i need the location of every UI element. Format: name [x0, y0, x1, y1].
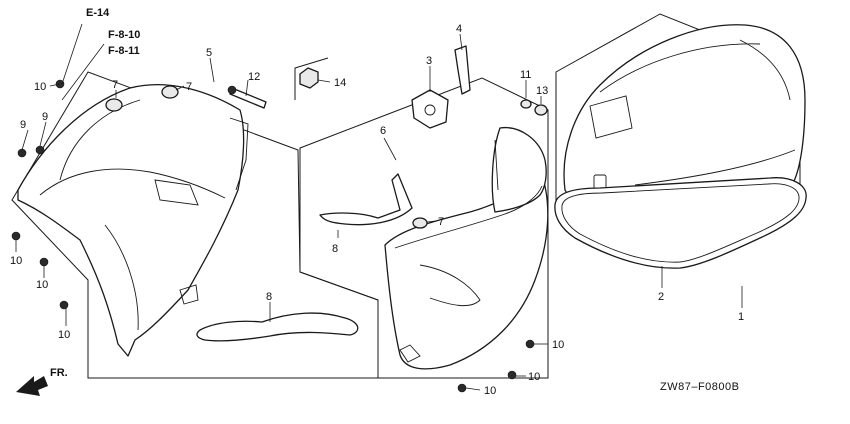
- callout-10-a: 10: [10, 255, 22, 267]
- callout-4: 4: [456, 23, 462, 35]
- bolt-10-f: [457, 383, 467, 393]
- side-cover-group-box: [299, 77, 549, 379]
- grommet-7-left: [105, 98, 123, 112]
- ref-e14: E-14: [86, 7, 110, 19]
- callout-9-left: 9: [20, 119, 26, 131]
- callout-1: 1: [738, 311, 744, 323]
- callout-10-d: 10: [552, 339, 564, 351]
- callout-12: 12: [248, 71, 260, 83]
- bolt-10-b: [39, 257, 49, 267]
- grommet-7-side: [412, 217, 428, 229]
- callout-7-mid: 7: [186, 81, 192, 93]
- handle-lower: [196, 312, 359, 342]
- bracket-group-box: [294, 57, 329, 100]
- leader-lines: [15, 23, 743, 391]
- callout-10-c: 10: [58, 329, 70, 341]
- nut-14: [299, 67, 319, 89]
- callout-10-top: 10: [34, 81, 46, 93]
- bolt-12: [227, 85, 267, 109]
- callout-13: 13: [536, 85, 548, 97]
- bolt-9-right: [35, 145, 45, 155]
- bolt-10-c: [59, 300, 69, 310]
- callout-14: 14: [334, 77, 346, 89]
- bolt-9-left: [17, 148, 27, 158]
- handle-upper: [319, 173, 413, 226]
- callout-10-f: 10: [484, 385, 496, 397]
- callout-7-left: 7: [112, 79, 118, 91]
- callout-10-b: 10: [36, 279, 48, 291]
- bolt-10-a: [11, 231, 21, 241]
- callout-2: 2: [658, 291, 664, 303]
- bolt-10-e: [507, 370, 517, 380]
- callout-8-upper: 8: [332, 243, 338, 255]
- callout-10-e: 10: [528, 371, 540, 383]
- diagram-code: ZW87–F0800B: [660, 381, 739, 393]
- washer-11: [520, 99, 532, 109]
- bolt-10-d: [525, 339, 535, 349]
- engine-cover-seal: [554, 177, 807, 269]
- callout-3: 3: [426, 55, 432, 67]
- stay-4: [454, 45, 471, 95]
- under-case: [17, 84, 249, 357]
- callout-9-right: 9: [42, 111, 48, 123]
- ref-f810: F-8-10: [108, 29, 140, 41]
- callout-5: 5: [206, 47, 212, 59]
- callout-8-lower: 8: [266, 291, 272, 303]
- callout-6: 6: [380, 125, 386, 137]
- front-arrow: FR.: [16, 367, 68, 396]
- ref-f811: F-8-11: [108, 45, 140, 57]
- nut-13: [534, 104, 548, 116]
- side-cover: [384, 126, 549, 370]
- callout-11: 11: [520, 69, 531, 81]
- grommet-7-mid: [161, 85, 179, 99]
- bracket-3: [411, 89, 449, 129]
- callout-7-side: 7: [438, 216, 444, 228]
- front-arrow-label: FR.: [50, 367, 68, 379]
